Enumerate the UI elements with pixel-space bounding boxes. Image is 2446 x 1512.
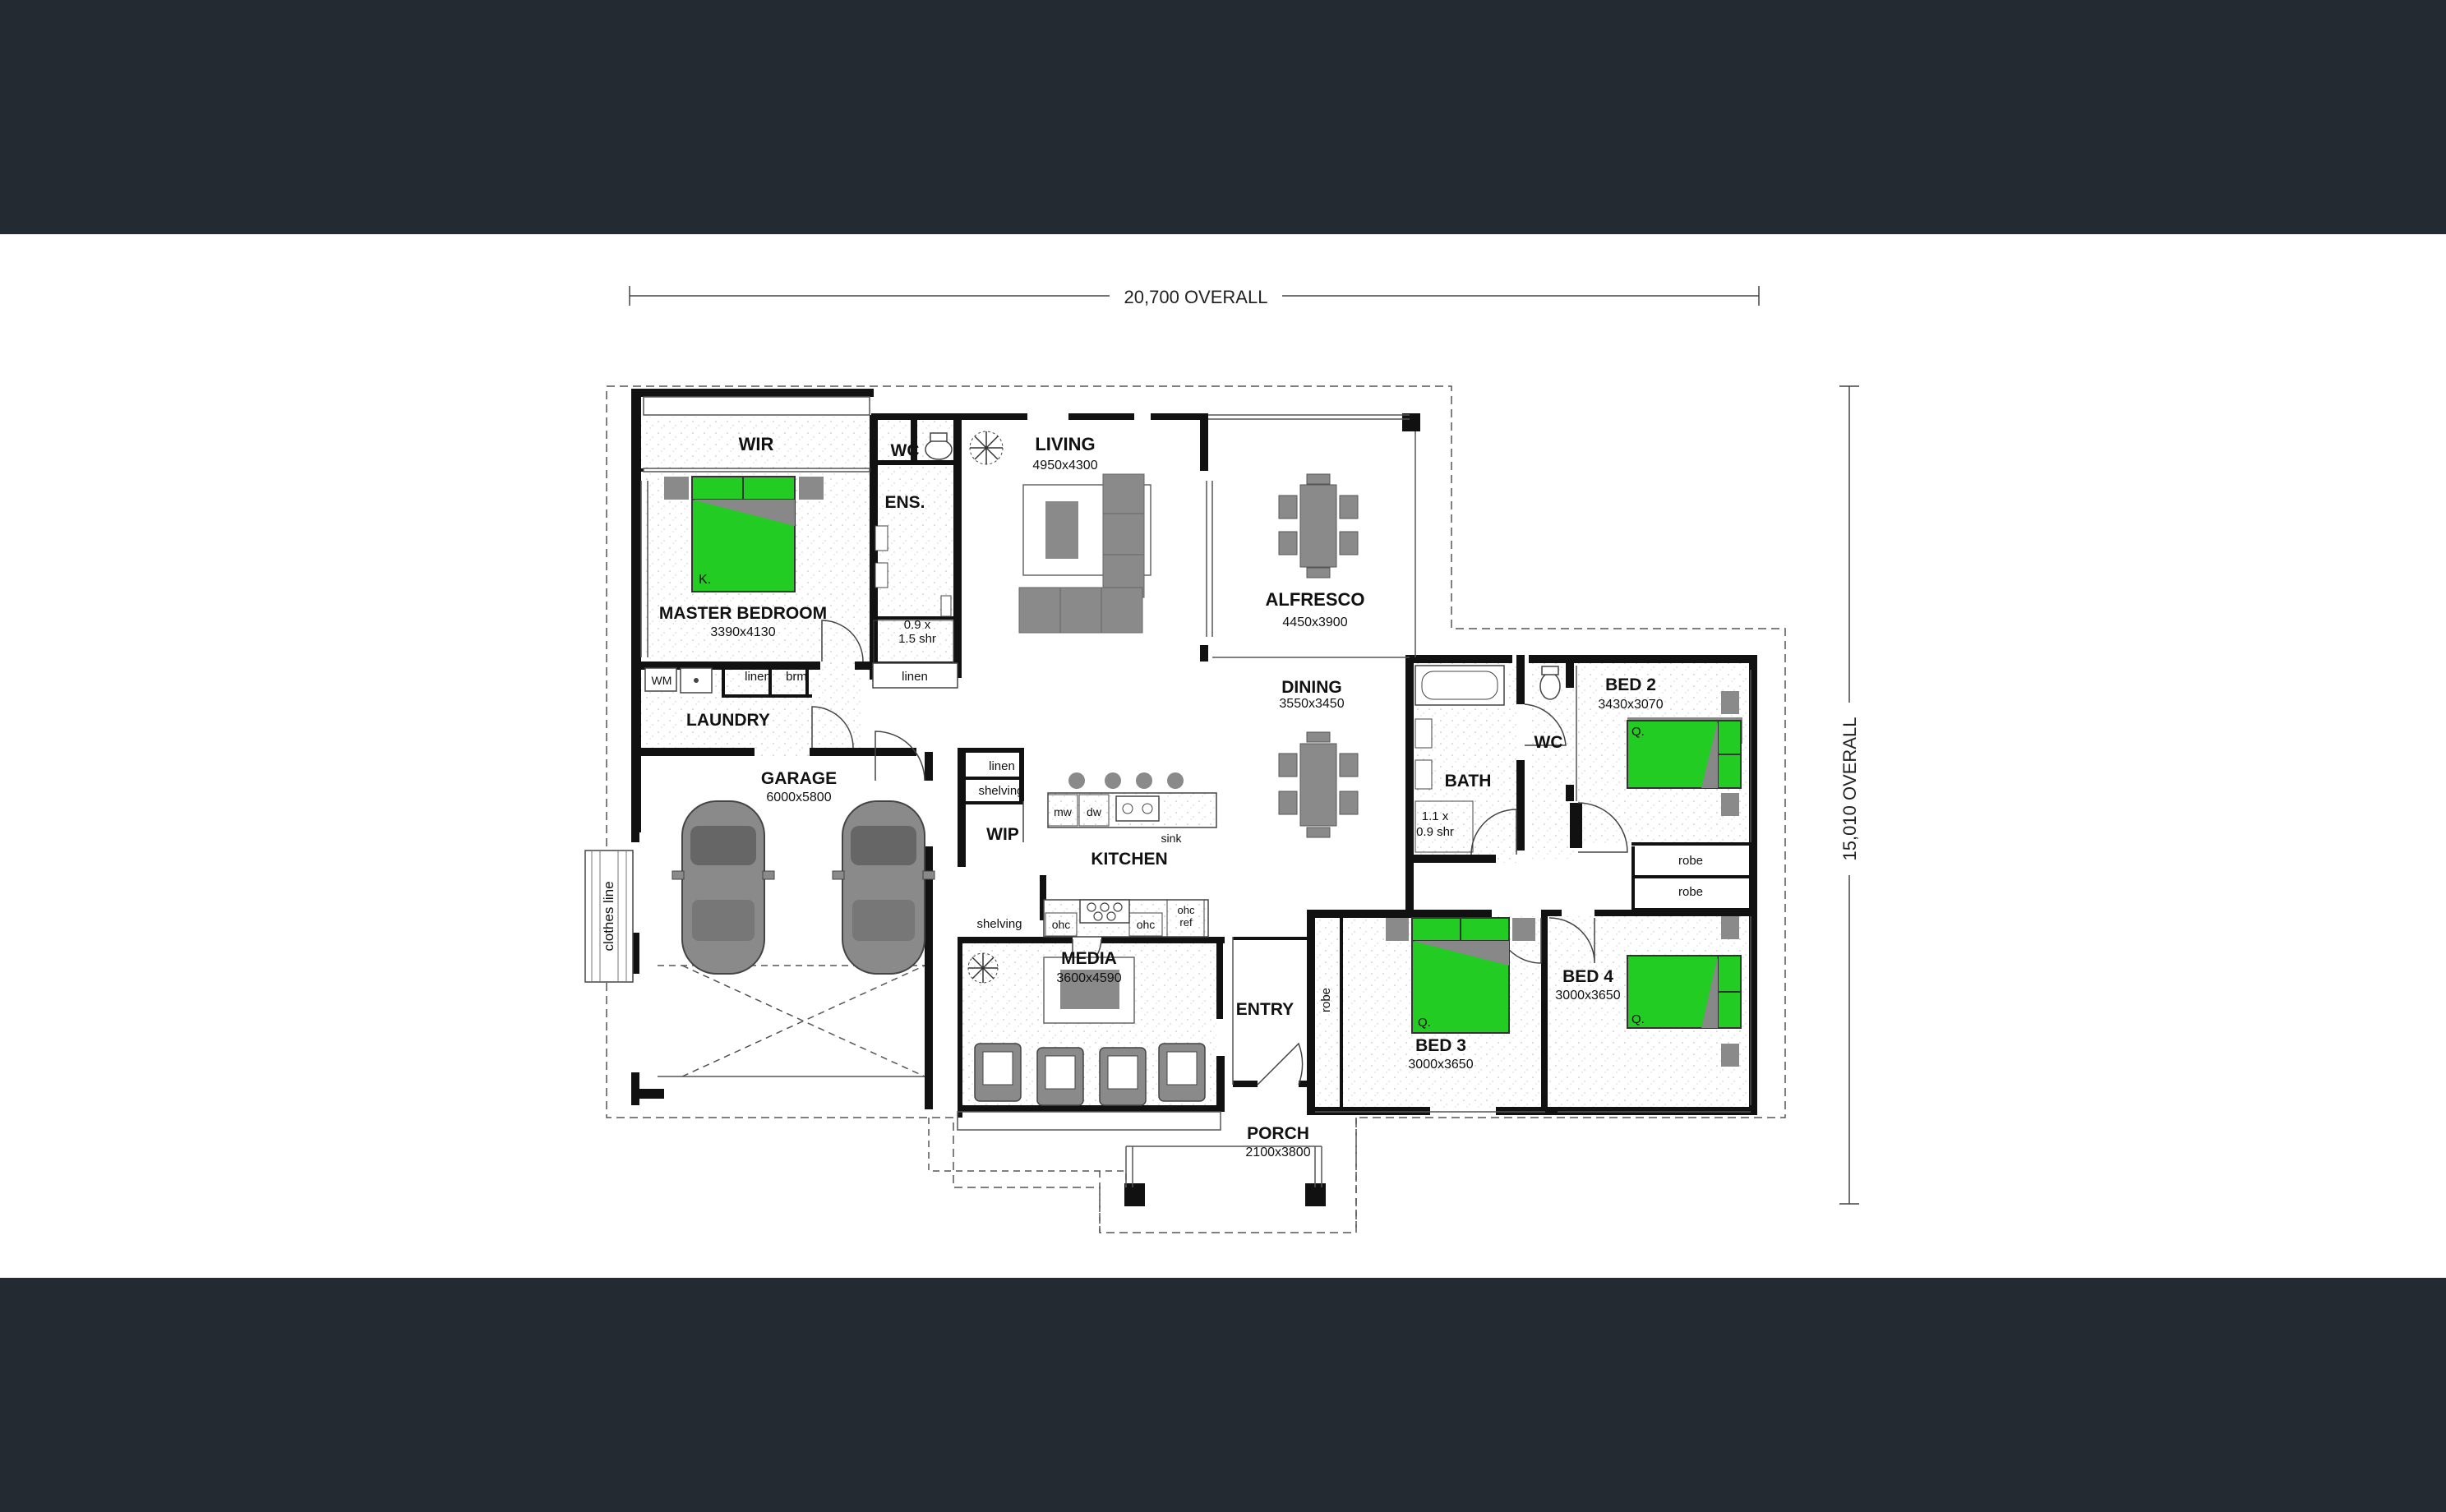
room-alfresco-size: 4450x3900 [1282,615,1347,629]
alfresco-dining-table [1278,473,1359,579]
room-kitchen-label: KITCHEN [1091,850,1167,869]
overhead-cupboard-label: ohc [1137,918,1156,931]
ensuite-shower-size-2: 1.5 shr [898,632,936,646]
room-bath-label: BATH [1445,772,1492,791]
bed-2-bed: Q. [1627,691,1742,816]
room-entry-label: ENTRY [1236,1000,1294,1019]
dishwasher-label: dw [1087,805,1102,818]
media-furniture [974,957,1206,1106]
bath-fixtures [1415,665,1561,853]
overall-depth-label: 15,010 OVERALL [1839,717,1860,861]
living-sofa [1018,473,1151,634]
room-media-size: 3600x4590 [1056,971,1121,985]
floor-plan-canvas: 20,700 OVERALL 15,010 OVERALL [0,234,2446,1278]
bed-4-bed: Q. [1627,916,1742,1067]
laundry-fixtures [644,667,713,694]
room-ensuite-label: ENS. [884,493,925,512]
ensuite-linen-cupboard: linen [872,662,958,689]
bed-3-bed: Q. [1386,917,1535,1034]
room-living-size: 4950x4300 [1032,459,1097,472]
window-and-outline-lines [640,396,1751,1233]
bed2-robe-label: robe [1678,854,1703,868]
room-bed4-size: 3000x3650 [1555,989,1620,1003]
top-dark-band [0,0,2446,234]
car-icon [671,800,775,975]
bed-4-size-label: Q. [1631,1012,1645,1026]
fridge-label: ref [1179,916,1193,929]
room-dining-size: 3550x3450 [1279,697,1344,711]
room-porch-size: 2100x3800 [1245,1146,1310,1159]
room-porch-label: PORCH [1247,1124,1309,1143]
room-bed2-label: BED 2 [1605,675,1656,694]
dining-table [1278,731,1359,838]
plant-icon [967,952,999,984]
overhead-cupboard-label: ohc [1052,918,1071,931]
floor-plan-svg: 20,700 OVERALL 15,010 OVERALL [584,284,1862,1233]
clothes-line-fixture: clothes line [584,850,634,983]
bath-shower-size-2: 0.9 shr [1416,825,1454,839]
room-wip-label: WIP [986,825,1019,844]
bed-2-size-label: Q. [1631,725,1645,739]
overhead-cupboard-label: ohc [1178,904,1195,916]
overall-width-label: 20,700 OVERALL [1124,287,1268,307]
room-bed3-size: 3000x3650 [1408,1058,1473,1072]
ensuite-linen-label: linen [902,670,928,684]
bed-3-size-label: Q. [1418,1016,1431,1030]
room-media-label: MEDIA [1061,949,1117,968]
room-wir-label: WIR [739,434,774,454]
clothes-line-label: clothes line [601,881,616,951]
wip-shelving-label: shelving [978,784,1023,798]
room-master-bedroom-label: MASTER BEDROOM [659,604,827,623]
room-garage-size: 6000x5800 [766,791,831,804]
master-bed-size-label: K. [699,573,711,587]
ensuite-fixtures [873,432,954,664]
plant-icon [969,431,1004,465]
room-wc-ensuite-label: WC [891,441,920,460]
room-alfresco-label: ALFRESCO [1266,589,1365,610]
room-laundry-label: LAUNDRY [686,711,770,730]
room-bed2-size: 3430x3070 [1598,698,1663,712]
bottom-dark-band [0,1278,2446,1512]
laundry-linen-label: linen [745,670,771,684]
room-bed4-label: BED 4 [1562,967,1613,986]
washing-machine-label: WM [652,674,672,687]
ensuite-shower-size-1: 0.9 x [904,618,931,632]
wip-linen-label: linen [989,759,1015,773]
room-garage-label: GARAGE [761,769,837,788]
media-shelving-label: shelving [976,917,1022,931]
bath-shower-size-1: 1.1 x [1422,809,1449,823]
broom-cupboard-label: brm [786,670,807,684]
bed3-robe-label: robe [1319,988,1333,1012]
overall-depth-dimension: 15,010 OVERALL [1837,385,1862,1205]
overall-width-dimension: 20,700 OVERALL [629,284,1760,308]
microwave-label: mw [1054,805,1073,818]
walls [631,389,1757,1206]
master-bed: K. [664,476,824,592]
kitchen-island [1043,772,1217,938]
room-master-bedroom-size: 3390x4130 [710,625,775,639]
eaves-outline [606,385,1786,1233]
bed4-robe-label: robe [1678,885,1703,899]
room-dining-label: DINING [1281,678,1342,697]
room-bed3-label: BED 3 [1415,1036,1466,1055]
room-living-label: LIVING [1035,434,1095,454]
sink-label: sink [1161,832,1183,845]
car-icon [832,800,935,975]
room-wc-label: WC [1535,733,1563,752]
